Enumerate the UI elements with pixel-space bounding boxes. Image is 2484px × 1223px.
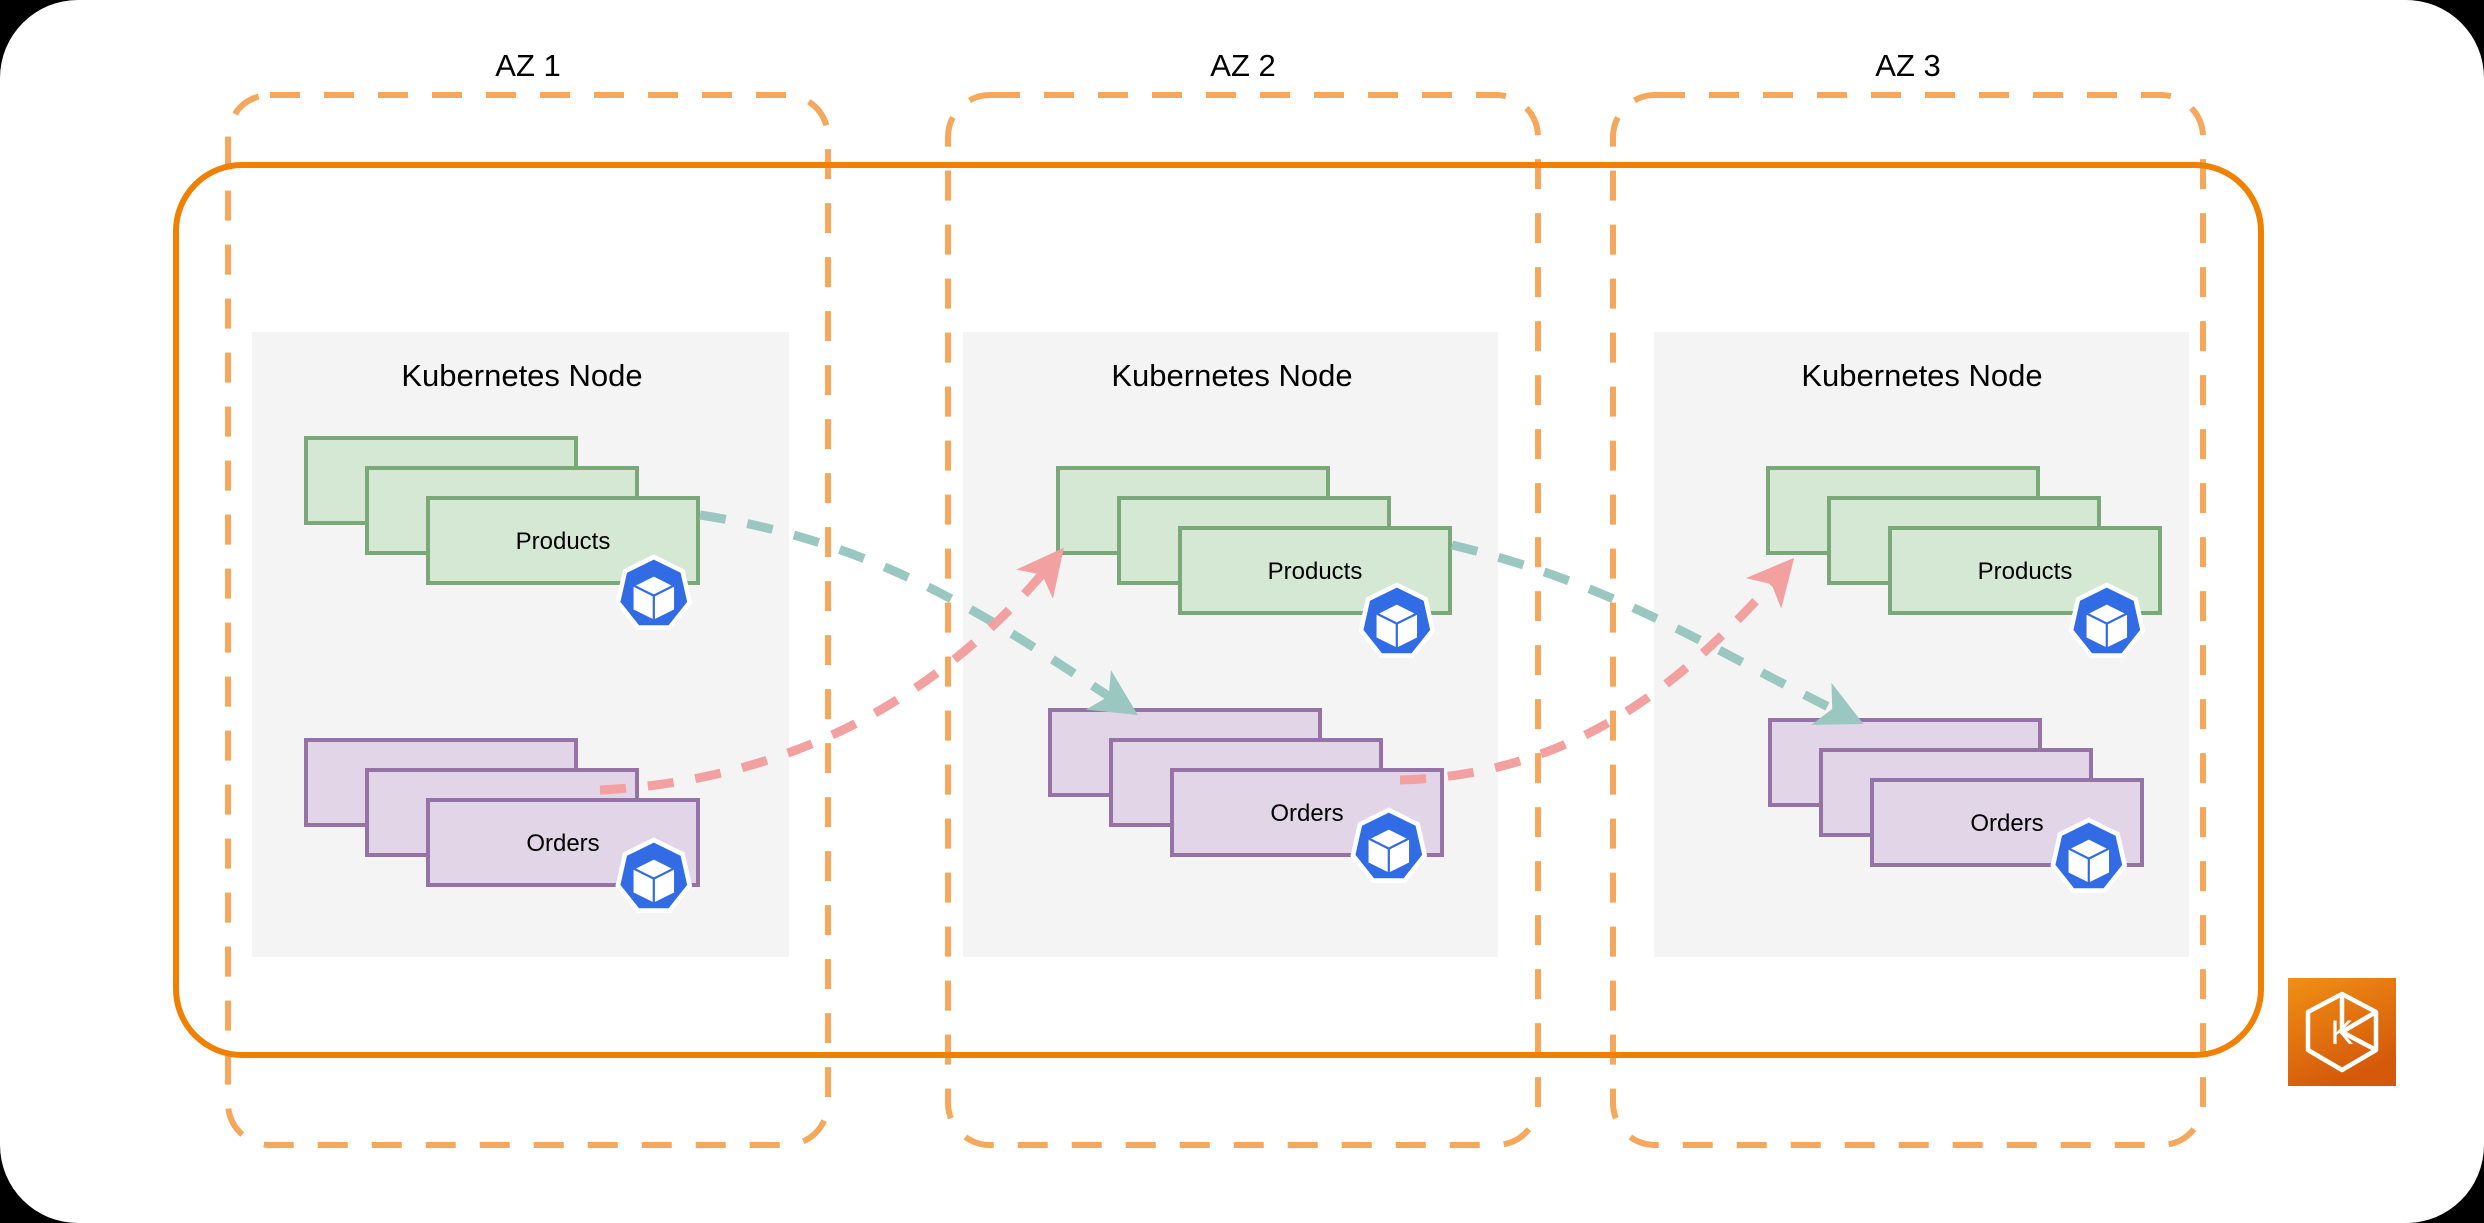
pod-label-orders-az3: Orders [1970,810,2044,837]
aws-eks-icon[interactable]: K [2288,978,2396,1086]
az-label-1: AZ 1 [495,48,561,83]
pod-label-products-az1: Products [515,528,611,555]
kubernetes-pod-icon[interactable] [615,554,693,630]
pod-label-orders-az2: Orders [1270,800,1344,827]
eks-glyph: K [2331,1014,2354,1052]
kubernetes-pod-icon[interactable] [2068,582,2146,658]
kubernetes-node-title-az2: Kubernetes Node [1111,358,1353,393]
kubernetes-pod-icon[interactable] [2050,817,2128,893]
pod-label-products-az3: Products [1977,558,2073,585]
pod-stack-orders-az2 [1048,708,1444,857]
kubernetes-pod-icons [615,554,2146,913]
pod-stack-products-az3 [1766,466,2162,615]
kubernetes-pod-icon[interactable] [1358,582,1436,658]
az-label-2: AZ 2 [1210,48,1276,83]
pod-stack-orders-az1 [304,738,700,887]
az-label-3: AZ 3 [1875,48,1941,83]
traffic-flow-arrows [599,510,1864,795]
flow-arrow-orders-az2-to-products-az3 [1399,557,1795,785]
az-boundaries [225,92,2206,1148]
pod-label-products-az2: Products [1267,558,1363,585]
kubernetes-pod-icon[interactable] [615,837,693,913]
kubernetes-node-title-az1: Kubernetes Node [401,358,643,393]
kubernetes-pod-icon[interactable] [1350,807,1428,883]
flow-arrow-products-az1-to-orders-az2 [699,510,1138,716]
flow-arrow-products-az2-to-orders-az3 [1450,540,1864,725]
kubernetes-node-title-az3: Kubernetes Node [1801,358,2043,393]
az-boundary-3 [1610,92,2206,1148]
pod-stack-products-az2 [1056,466,1452,615]
pod-stack-products-az1 [304,436,700,585]
az-boundary-2 [945,92,1541,1148]
pod-label-orders-az1: Orders [526,830,600,857]
eks-cluster-boundary [173,162,2264,1058]
